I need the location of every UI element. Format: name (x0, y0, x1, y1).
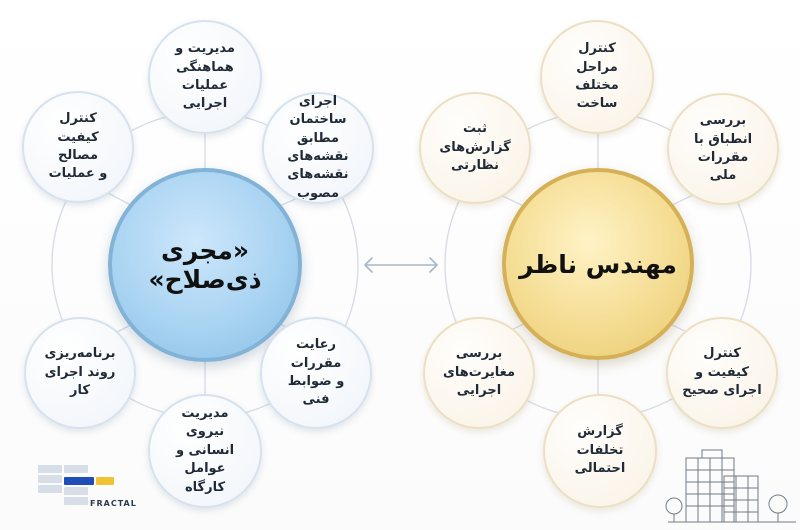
right-node-top-right: بررسی انطباق با مقررات ملی (667, 93, 779, 205)
left-node-top-right-label: اجرای ساختمان مطابق نقشه‌های نقشه‌های مص… (287, 93, 349, 201)
logo-bar-light-6 (64, 497, 88, 505)
logo-bar-light-5 (64, 487, 88, 495)
right-node-top-label: کنترل مراحل مختلف ساخت (575, 41, 619, 112)
right-node-bottom: گزارش تخلفات احتمالی (543, 394, 657, 508)
right-node-bottom-right-label: کنترل کیفیت و اجرای صحیح (682, 346, 762, 399)
logo-bar-blue (64, 477, 94, 485)
left-node-bottom-right: رعایت مقررات و ضوابط فنی (260, 317, 372, 429)
tree-right-icon (768, 494, 788, 514)
building-illustration (665, 449, 796, 523)
left-node-bottom-left: برنامه‌ریزی روند اجرای کار (24, 317, 136, 429)
left-node-bottom-label: مدیریت نیروی انسانی و عوامل کارگاه (175, 405, 235, 495)
right-node-top: کنترل مراحل مختلف ساخت (540, 20, 654, 134)
right-node-bottom-right: کنترل کیفیت و اجرای صحیح (666, 317, 778, 429)
left-node-top: مدیریت و هماهنگی عملیات اجرایی (148, 20, 262, 134)
right-hub-circle: مهندس ناظر (502, 168, 694, 360)
right-node-top-left-label: ثبت گزارش‌های نظارتی (439, 121, 511, 174)
right-node-top-left: ثبت گزارش‌های نظارتی (419, 92, 531, 204)
fractal-logo: FRACTAL (38, 465, 153, 521)
right-node-bottom-label: گزارش تخلفات احتمالی (574, 424, 626, 477)
building-right-block (723, 475, 759, 523)
left-node-bottom-right-label: رعایت مقررات و ضوابط فنی (287, 337, 345, 408)
logo-bar-light-4 (38, 485, 62, 493)
right-node-bottom-left-label: بررسی مغایرت‌های اجرایی (442, 346, 516, 399)
left-hub-circle: «مجری ذی‌صلاح» (108, 168, 302, 362)
right-node-bottom-left: بررسی مغایرت‌های اجرایی (423, 317, 535, 429)
building-rooftop (701, 449, 723, 459)
left-node-bottom: مدیریت نیروی انسانی و عوامل کارگاه (148, 394, 262, 508)
right-hub-label: مهندس ناظر (519, 249, 677, 279)
left-node-top-left: کنترل کیفیت مصالح و عملیات (22, 91, 134, 203)
logo-text: FRACTAL (90, 499, 137, 508)
logo-bar-light-3 (38, 475, 62, 483)
left-hub-label: «مجری ذی‌صلاح» (148, 236, 262, 294)
left-node-bottom-left-label: برنامه‌ریزی روند اجرای کار (44, 346, 116, 399)
left-node-top-left-label: کنترل کیفیت مصالح و عملیات (48, 111, 108, 182)
logo-bar-yellow (96, 477, 114, 485)
double-arrow-icon (364, 257, 438, 273)
left-node-top-right: اجرای ساختمان مطابق نقشه‌های نقشه‌های مص… (262, 92, 374, 204)
logo-bar-light-2 (64, 465, 88, 473)
logo-bar-light-1 (38, 465, 62, 473)
left-node-top-label: مدیریت و هماهنگی عملیات اجرایی (175, 41, 235, 112)
tree-left-icon (665, 497, 683, 515)
right-node-top-right-label: بررسی انطباق با مقررات ملی (693, 113, 753, 184)
